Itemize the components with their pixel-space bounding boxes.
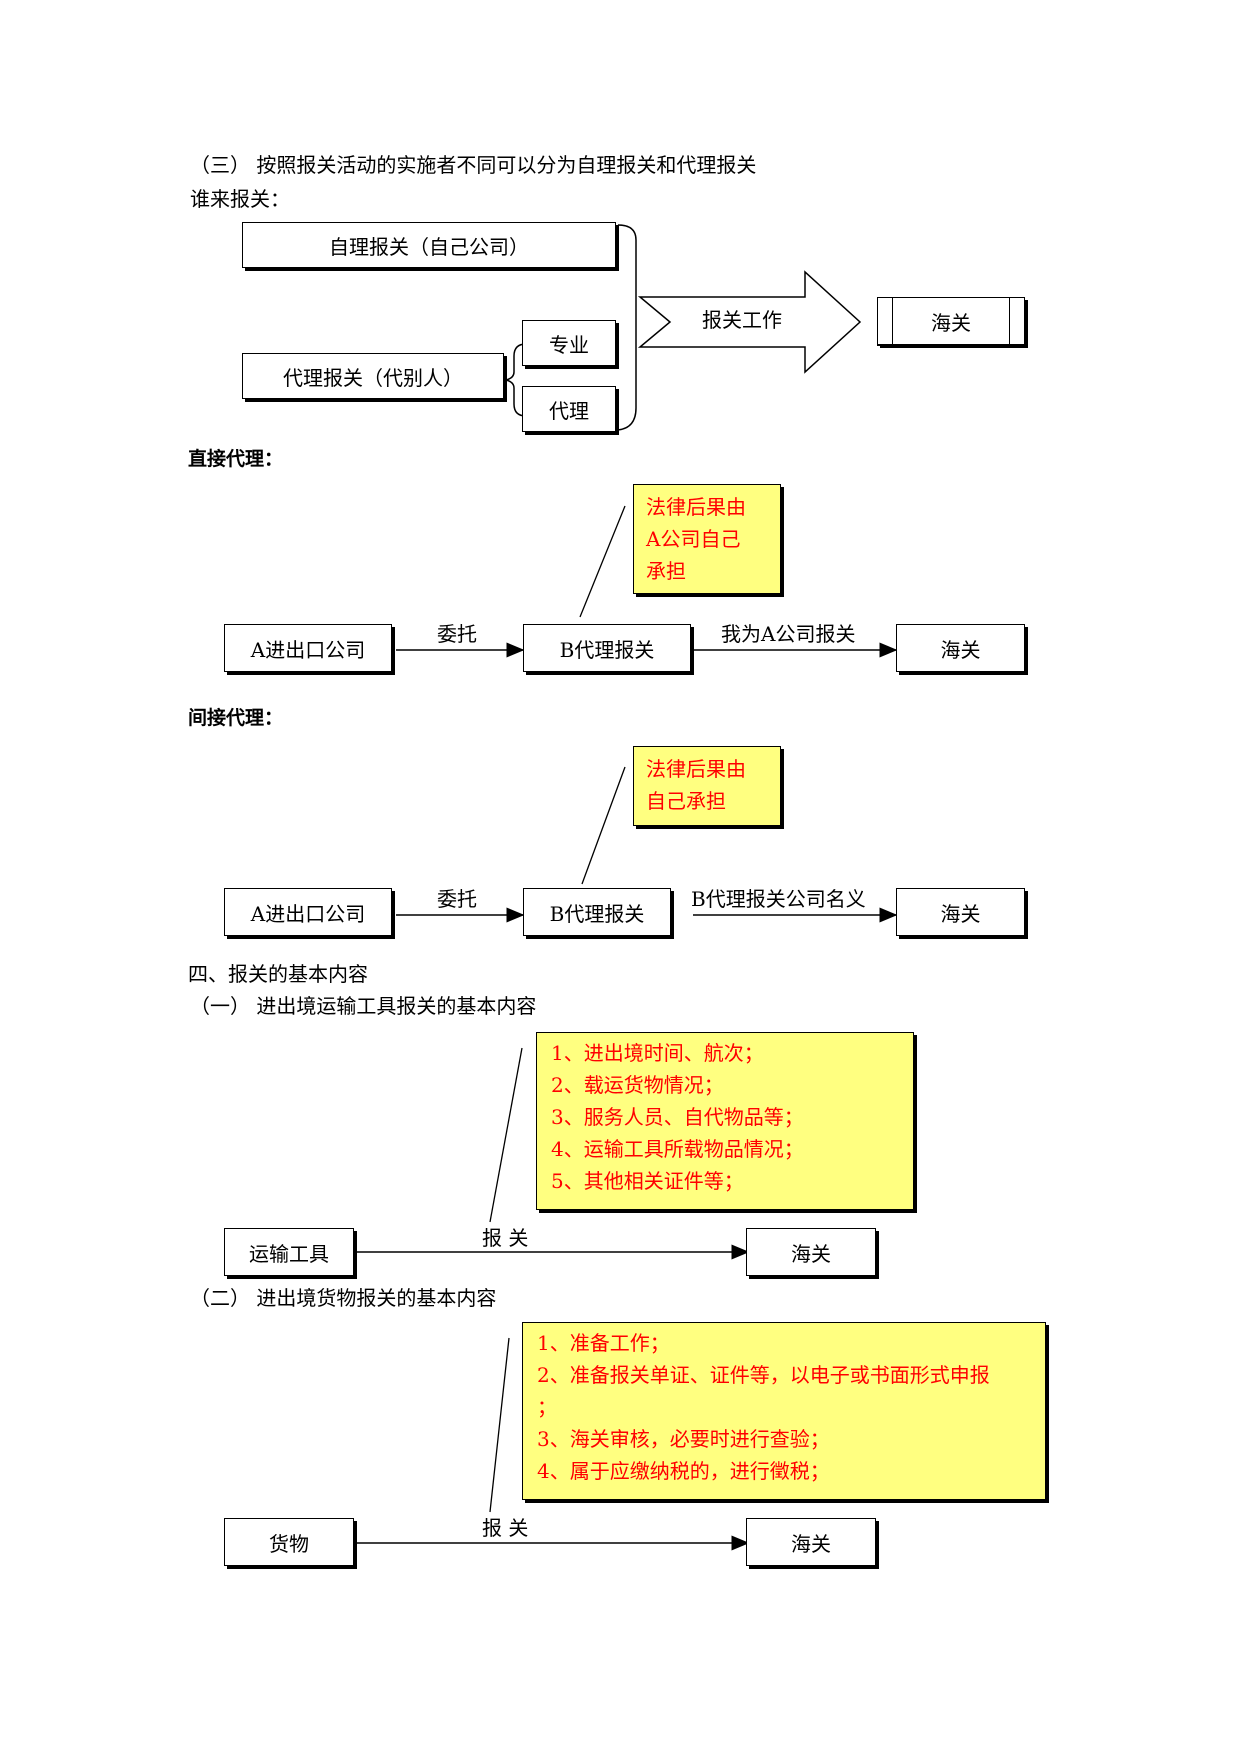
direct-agent-box: B代理报关 <box>523 624 691 672</box>
customs-box-right-bar <box>1009 296 1025 346</box>
agent-declaration-box: 代理报关（代别人） <box>242 353 504 399</box>
sub2-note-item: 1、准备工作； <box>537 1331 670 1355</box>
sub1-note-item: 2、载运货物情况； <box>551 1073 724 1097</box>
right-brace <box>617 224 637 431</box>
section4-sub2-heading: （二） 进出境货物报关的基本内容 <box>190 1286 497 1310</box>
direct-agency-heading: 直接代理： <box>188 448 284 470</box>
section4-sub1-heading: （一） 进出境运输工具报关的基本内容 <box>190 994 537 1018</box>
indirect-customs-box: 海关 <box>896 888 1025 936</box>
direct-callout-line <box>579 505 626 618</box>
direct-note-line: 法律后果由 <box>646 495 746 519</box>
who-declares-label: 谁来报关： <box>190 187 290 211</box>
work-arrow-label: 报关工作 <box>702 308 782 332</box>
sub1-note-item: 4、运输工具所载物品情况； <box>551 1137 804 1161</box>
customs-box-left-bar <box>877 296 893 346</box>
indirect-company-box: A进出口公司 <box>224 888 392 936</box>
transport-box: 运输工具 <box>224 1228 354 1276</box>
sub1-callout-line <box>489 1047 523 1223</box>
indirect-legal-note: 法律后果由 自己承担 <box>633 746 781 826</box>
indirect-agency-heading: 间接代理： <box>188 707 284 729</box>
sub2-declare-label: 报 关 <box>482 1516 529 1540</box>
indirect-entrust-label: 委托 <box>437 887 477 911</box>
sub1-customs-box: 海关 <box>746 1228 876 1276</box>
indirect-note-line: 自己承担 <box>646 789 726 813</box>
section3-heading: （三） 按照报关活动的实施者不同可以分为自理报关和代理报关 <box>190 153 757 177</box>
sub2-content-note: 1、准备工作； 2、准备报关单证、证件等，以电子或书面形式申报 ； 3、海关审核… <box>522 1322 1046 1500</box>
sub2-note-item: 3、海关审核，必要时进行查验； <box>537 1427 830 1451</box>
sub2-note-item: 4、属于应缴纳税的，进行徵税； <box>537 1459 830 1483</box>
section4-heading: 四、报关的基本内容 <box>188 962 368 986</box>
sub1-declare-label: 报 关 <box>482 1226 529 1250</box>
direct-entrust-label: 委托 <box>437 622 477 646</box>
sub2-note-item: 2、准备报关单证、证件等，以电子或书面形式申报 <box>537 1363 990 1387</box>
direct-customs-box: 海关 <box>896 624 1025 672</box>
direct-note-line: A公司自己 <box>646 527 741 551</box>
customs-label-s3: 海关 <box>931 310 971 335</box>
sub2-callout-line <box>489 1337 510 1513</box>
sub1-content-note: 1、进出境时间、航次； 2、载运货物情况； 3、服务人员、自代物品等； 4、运输… <box>536 1032 914 1210</box>
direct-declare-label: 我为A公司报关 <box>721 622 856 646</box>
direct-note-line: 承担 <box>646 559 686 583</box>
sub1-note-item: 1、进出境时间、航次； <box>551 1041 764 1065</box>
indirect-callout-line <box>581 766 626 885</box>
professional-box: 专业 <box>522 320 616 366</box>
indirect-agent-box: B代理报关 <box>523 888 671 936</box>
indirect-declare-label: B代理报关公司名义 <box>691 887 866 911</box>
goods-box: 货物 <box>224 1518 354 1566</box>
direct-legal-note: 法律后果由 A公司自己 承担 <box>633 484 781 594</box>
self-declaration-box: 自理报关（自己公司） <box>242 222 616 268</box>
sub2-customs-box: 海关 <box>746 1518 876 1566</box>
agent-sub-box: 代理 <box>522 386 616 432</box>
sub2-note-item: ； <box>537 1395 557 1419</box>
indirect-note-line: 法律后果由 <box>646 757 746 781</box>
sub1-note-item: 5、其他相关证件等； <box>551 1169 744 1193</box>
customs-box-s3: 海关 <box>877 296 1025 346</box>
sub1-note-item: 3、服务人员、自代物品等； <box>551 1105 804 1129</box>
direct-company-box: A进出口公司 <box>224 624 392 672</box>
